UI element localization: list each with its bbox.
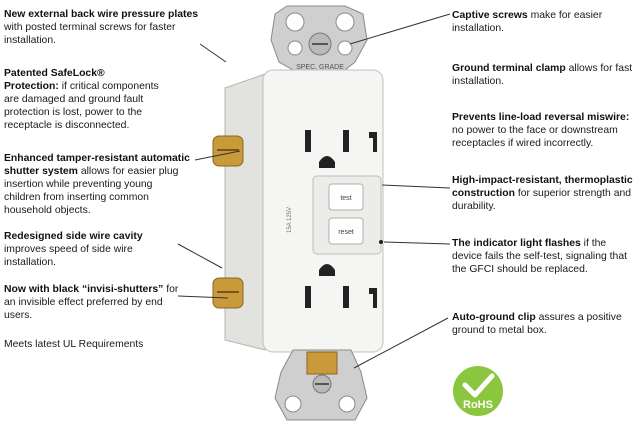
callout-thermo: High-impact-resistant, thermoplastic con… [452,174,638,213]
bottom-mounting-strap [274,349,368,421]
callout-ul: Meets latest UL Requirements [4,338,184,351]
callout-title: Prevents line-load reversal miswire: [452,112,630,123]
callout-lineload: Prevents line-load reversal miswire: no … [452,111,638,150]
brass-terminal-screw-lower [212,277,244,309]
leader-captive [349,13,451,45]
callout-title: Patented SafeLock® Protection: [4,68,105,92]
reset-button-label: reset [338,229,354,236]
callout-body: for superior strength and durability. [452,188,632,212]
leader-sidewire [177,243,223,269]
rohs-label: RoHS [463,399,493,411]
callout-body: Meets latest UL Requirements [4,339,144,350]
callout-ground: Ground terminal clamp allows for fast in… [452,62,638,88]
callout-body: with posted terminal screws for faster i… [4,22,176,46]
callout-shutters: Now with black “invisi-shutters” for an … [4,283,184,322]
callout-title: Enhanced tamper-resistant automatic shut… [4,153,190,177]
callout-body: assures a positive ground to metal box. [452,312,622,336]
rating-label: 15A 125V [287,207,293,233]
callout-title: Ground terminal clamp [452,63,566,74]
checkmark-icon [462,373,495,398]
leader-thermo [381,184,451,189]
callout-body: if the device fails the self-test, signa… [452,238,628,275]
callout-captive: Captive screws make for easier installat… [452,9,638,35]
brass-terminal-screw-upper [212,135,244,167]
callout-tamper: Enhanced tamper-resistant automatic shut… [4,152,190,217]
callout-body: make for easier installation. [452,10,603,34]
callout-backwire: New external back wire pressure plates w… [4,8,204,47]
leader-backwire [199,43,227,63]
callout-body: for an invisible effect preferred by end… [4,284,179,321]
gfci-receptacle-illustration: SPEC. GRADE test reset 15A 125V [212,5,384,421]
callout-body: if critical components are damaged and g… [4,81,159,131]
callout-autoground: Auto-ground clip assures a positive grou… [452,311,638,337]
strap-label: SPEC. GRADE [296,64,344,71]
callout-body: improves speed of side wire installation… [4,244,133,268]
callout-indicator: The indicator light flashes if the devic… [452,237,638,276]
leader-tamper [194,150,241,161]
callout-title: The indicator light flashes [452,238,581,249]
upper-outlet [305,130,377,168]
leader-indicator [383,241,451,245]
rohs-badge: RoHS [453,366,503,416]
callout-safelock: Patented SafeLock® Protection: if critic… [4,67,162,132]
callout-title: High-impact-resistant, thermoplastic con… [452,175,633,199]
captive-screw-top [308,32,332,56]
callout-sidewire: Redesigned side wire cavity improves spe… [4,230,172,269]
callout-body: no power to the face or downstream recep… [452,125,618,149]
test-reset-panel: test reset [312,175,383,255]
auto-ground-clip [306,351,338,375]
test-button-label: test [340,195,351,202]
test-button[interactable] [328,183,364,211]
callout-title: Now with black “invisi-shutters” [4,284,164,295]
callout-body: allows for easier plug insertion while p… [4,166,179,216]
callout-body: allows for fast installation. [452,63,633,87]
callout-title: New external back wire pressure plates [4,9,199,20]
leader-autoground [353,317,449,369]
reset-button[interactable] [328,217,364,245]
indicator-light [379,240,383,244]
callout-title: Captive screws [452,10,528,21]
lower-outlet [305,264,377,308]
callout-title: Redesigned side wire cavity [4,231,143,242]
callout-title: Auto-ground clip [452,312,536,323]
leader-shutters [177,295,229,299]
